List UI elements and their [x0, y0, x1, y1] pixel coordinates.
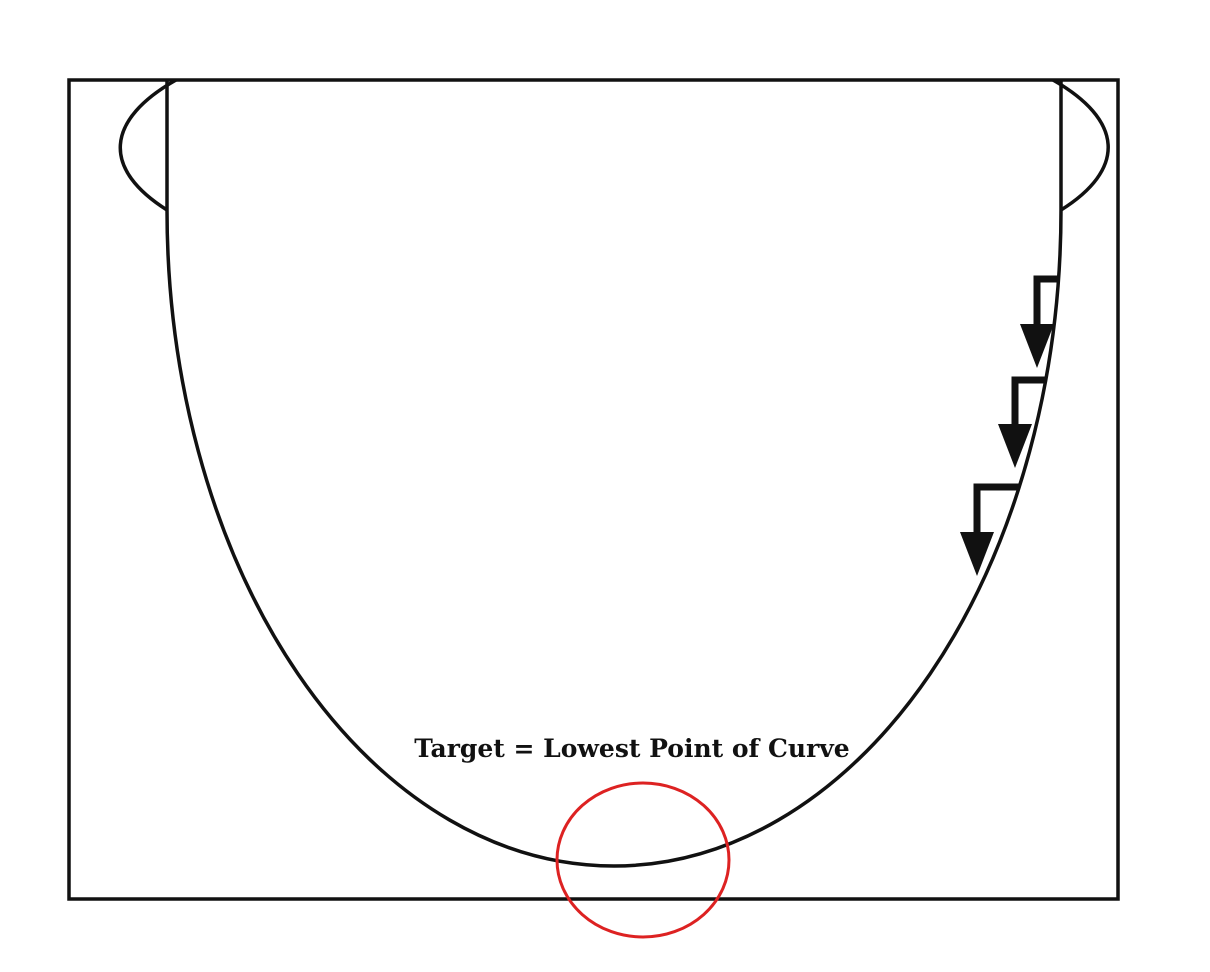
plot-frame — [67, 78, 1120, 901]
loss-curve-right-top — [1052, 80, 1110, 212]
target-circle-icon — [555, 781, 731, 939]
down-step-arrow-icon — [1020, 275, 1057, 368]
target-annotation: Target = Lowest Point of Curve — [414, 734, 849, 763]
down-step-arrow-icon — [960, 483, 1020, 576]
down-step-arrow-icon — [998, 376, 1045, 468]
step-arrows — [960, 275, 1057, 576]
loss-curve-left-top — [118, 80, 177, 212]
